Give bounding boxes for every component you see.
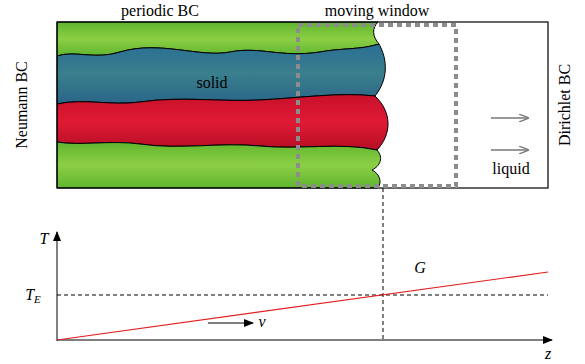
green-phase-bottom [57, 142, 381, 188]
velocity-arrow [491, 117, 528, 118]
velocity-label: v [258, 314, 265, 330]
domain-box [57, 22, 548, 188]
interface-line [383, 188, 384, 340]
phase-label: liquid [492, 161, 529, 177]
axis-label: TE [25, 287, 41, 305]
velocity-arrow [491, 149, 528, 150]
red-phase [57, 95, 388, 150]
gradient-label: G [414, 260, 426, 276]
phase-label: solid [196, 75, 227, 91]
axis-label: T [40, 231, 49, 247]
eutectic-line [57, 295, 548, 296]
velocity-arrow [208, 323, 253, 324]
moving-window [298, 25, 456, 186]
axis-label: z [545, 346, 551, 362]
z-axis [57, 340, 552, 341]
temperature-gradient [57, 272, 548, 340]
boundary-label: Neumann BC [14, 61, 30, 149]
boundary-label: Dirichlet BC [557, 64, 573, 146]
t-axis [57, 232, 58, 341]
boundary-label: periodic BC [121, 3, 199, 19]
window-label: moving window [325, 3, 429, 19]
